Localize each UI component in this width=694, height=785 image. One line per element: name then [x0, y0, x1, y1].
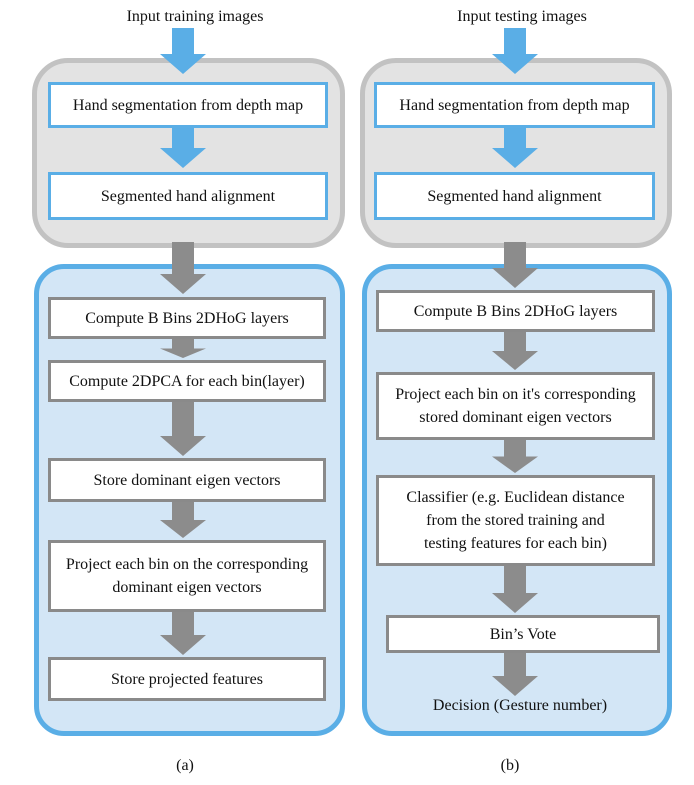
down-arrow-icon [160, 242, 206, 294]
step-bins-vote: Bin’s Vote [386, 615, 660, 653]
caption-b: (b) [500, 757, 520, 774]
down-arrow-icon [160, 28, 206, 74]
step-compute-2dhog-b: Compute B Bins 2DHoG layers [376, 290, 655, 332]
step-compute-2dhog-a: Compute B Bins 2DHoG layers [48, 297, 326, 339]
caption-a: (a) [176, 757, 194, 774]
step-project-bins-a: Project each bin on the corresponding do… [48, 540, 326, 612]
step-hand-segmentation-a: Hand segmentation from depth map [48, 82, 328, 128]
down-arrow-icon [160, 339, 206, 358]
step-hand-alignment-b: Segmented hand alignment [374, 172, 655, 220]
down-arrow-icon [160, 612, 206, 655]
down-arrow-icon [160, 402, 206, 456]
down-arrow-icon [492, 566, 538, 613]
down-arrow-icon [492, 128, 538, 168]
step-project-bins-b: Project each bin on it's corresponding s… [376, 372, 655, 440]
down-arrow-icon [492, 28, 538, 74]
step-hand-alignment-a: Segmented hand alignment [48, 172, 328, 220]
down-arrow-icon [492, 332, 538, 370]
step-store-projected-features: Store projected features [48, 657, 326, 701]
decision-output: Decision (Gesture number) [432, 697, 608, 714]
step-compute-2dpca: Compute 2DPCA for each bin(layer) [48, 360, 326, 402]
input-training-label: Input training images [126, 8, 264, 25]
down-arrow-icon [492, 242, 538, 288]
step-hand-segmentation-b: Hand segmentation from depth map [374, 82, 655, 128]
down-arrow-icon [492, 440, 538, 473]
down-arrow-icon [160, 502, 206, 538]
step-classifier: Classifier (e.g. Euclidean distance from… [376, 475, 655, 566]
down-arrow-icon [160, 128, 206, 168]
step-store-eigen-vectors: Store dominant eigen vectors [48, 458, 326, 502]
input-testing-label: Input testing images [457, 8, 587, 25]
down-arrow-icon [492, 653, 538, 696]
